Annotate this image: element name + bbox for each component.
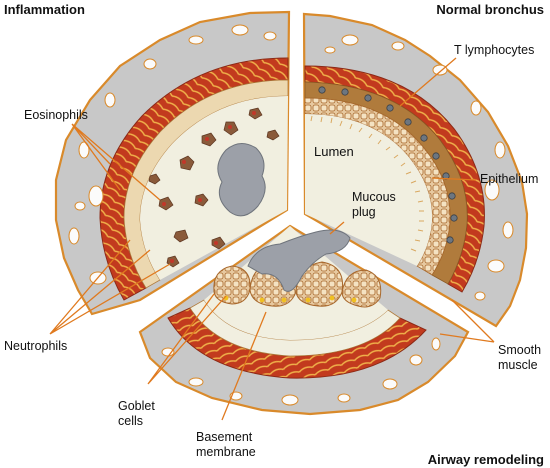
t-lymphocytes-label: T lymphocytes <box>454 43 534 57</box>
inflammation-title: Inflammation <box>4 2 85 17</box>
inflammation-vessels <box>68 24 277 285</box>
basement-membrane-label-2: membrane <box>196 445 256 459</box>
airway-remodeling-title: Airway remodeling <box>428 452 544 467</box>
lumen-label: Lumen <box>314 144 354 159</box>
inflammation-sector <box>54 10 291 316</box>
basement-membrane-label-1: Basement <box>196 430 253 444</box>
t-lymphocyte-cells <box>318 86 458 244</box>
leader-lines <box>49 57 495 421</box>
goblet-cells-label-2: cells <box>118 414 143 428</box>
neutrophils-label: Neutrophils <box>4 339 67 353</box>
inflammation-mucus <box>217 143 266 217</box>
remodeling-vessels <box>161 337 441 406</box>
epithelium-label: Epithelium <box>480 172 538 186</box>
normal-bronchus-title: Normal bronchus <box>436 2 544 17</box>
mucous-plug <box>247 229 351 292</box>
eosinophils-label: Eosinophils <box>24 108 88 122</box>
normal-cilia <box>310 115 424 252</box>
goblet-mucus-dots <box>223 295 357 303</box>
mucous-plug-label-2: plug <box>352 205 376 219</box>
eosinophil-granules <box>162 111 256 263</box>
smooth-muscle-label-1: Smooth <box>498 343 541 357</box>
goblet-cells-label-1: Goblet <box>118 399 155 413</box>
normal-bronchus-sector <box>302 12 529 328</box>
smooth-muscle-label-2: muscle <box>498 358 538 372</box>
remodeling-sector <box>138 224 470 416</box>
normal-vessels <box>324 34 514 301</box>
mucous-plug-label-1: Mucous <box>352 190 396 204</box>
